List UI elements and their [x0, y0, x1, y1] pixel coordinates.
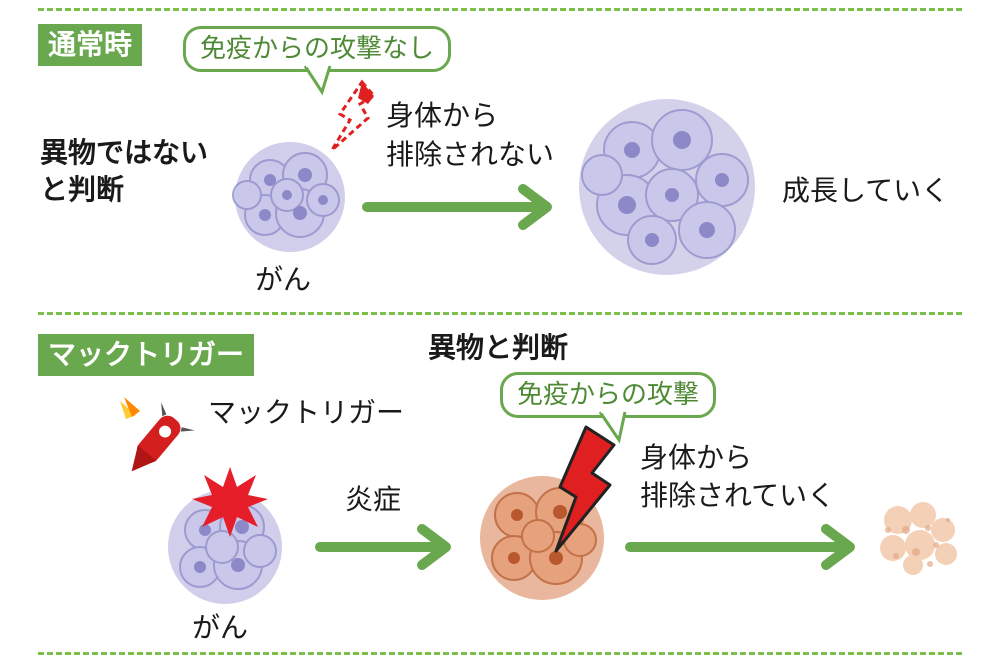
explosion-burst-icon — [192, 467, 268, 537]
cancer-cell-small — [232, 142, 345, 252]
arrow-label-being-removed-2: 排除されていく — [640, 479, 836, 512]
judgment-not-foreign: 異物ではない — [40, 136, 209, 169]
section-label-normal: 通常時 — [38, 24, 143, 66]
arrow-right-icon-bottom-1 — [315, 524, 451, 570]
judgment-decided: と判断 — [40, 173, 125, 206]
top-divider — [38, 8, 962, 11]
dashed-bolt-icon — [330, 79, 377, 152]
arrow-right-icon-bottom-2 — [625, 524, 855, 570]
arrow-label-being-removed-1: 身体から — [640, 441, 753, 474]
judgment-foreign: 異物と判断 — [428, 331, 569, 364]
result-grows: 成長していく — [782, 174, 950, 207]
arrow-label-removed-1: 身体から — [386, 99, 499, 132]
arrow-label-inflammation: 炎症 — [345, 483, 402, 516]
rocket-icon — [120, 397, 195, 472]
arrow-label-removed-2: 排除されない — [386, 138, 555, 171]
cancer-cell-large — [579, 99, 755, 275]
speech-bubble-no-attack: 免疫からの攻撃なし — [183, 26, 452, 72]
middle-divider — [38, 312, 962, 315]
arrow-right-icon-top — [362, 184, 552, 230]
cancer-label-top: がん — [255, 263, 312, 296]
speech-bubble-tail — [303, 63, 332, 96]
speech-bubble-tail-attack — [598, 409, 627, 444]
cancer-label-bottom: がん — [192, 611, 249, 644]
dissolving-cell — [880, 502, 957, 575]
drug-label: マックトリガー — [208, 396, 405, 429]
bottom-divider — [38, 652, 962, 655]
lightning-bolt-icon — [554, 425, 616, 553]
section-label-mactrigger: マックトリガー — [38, 334, 255, 376]
